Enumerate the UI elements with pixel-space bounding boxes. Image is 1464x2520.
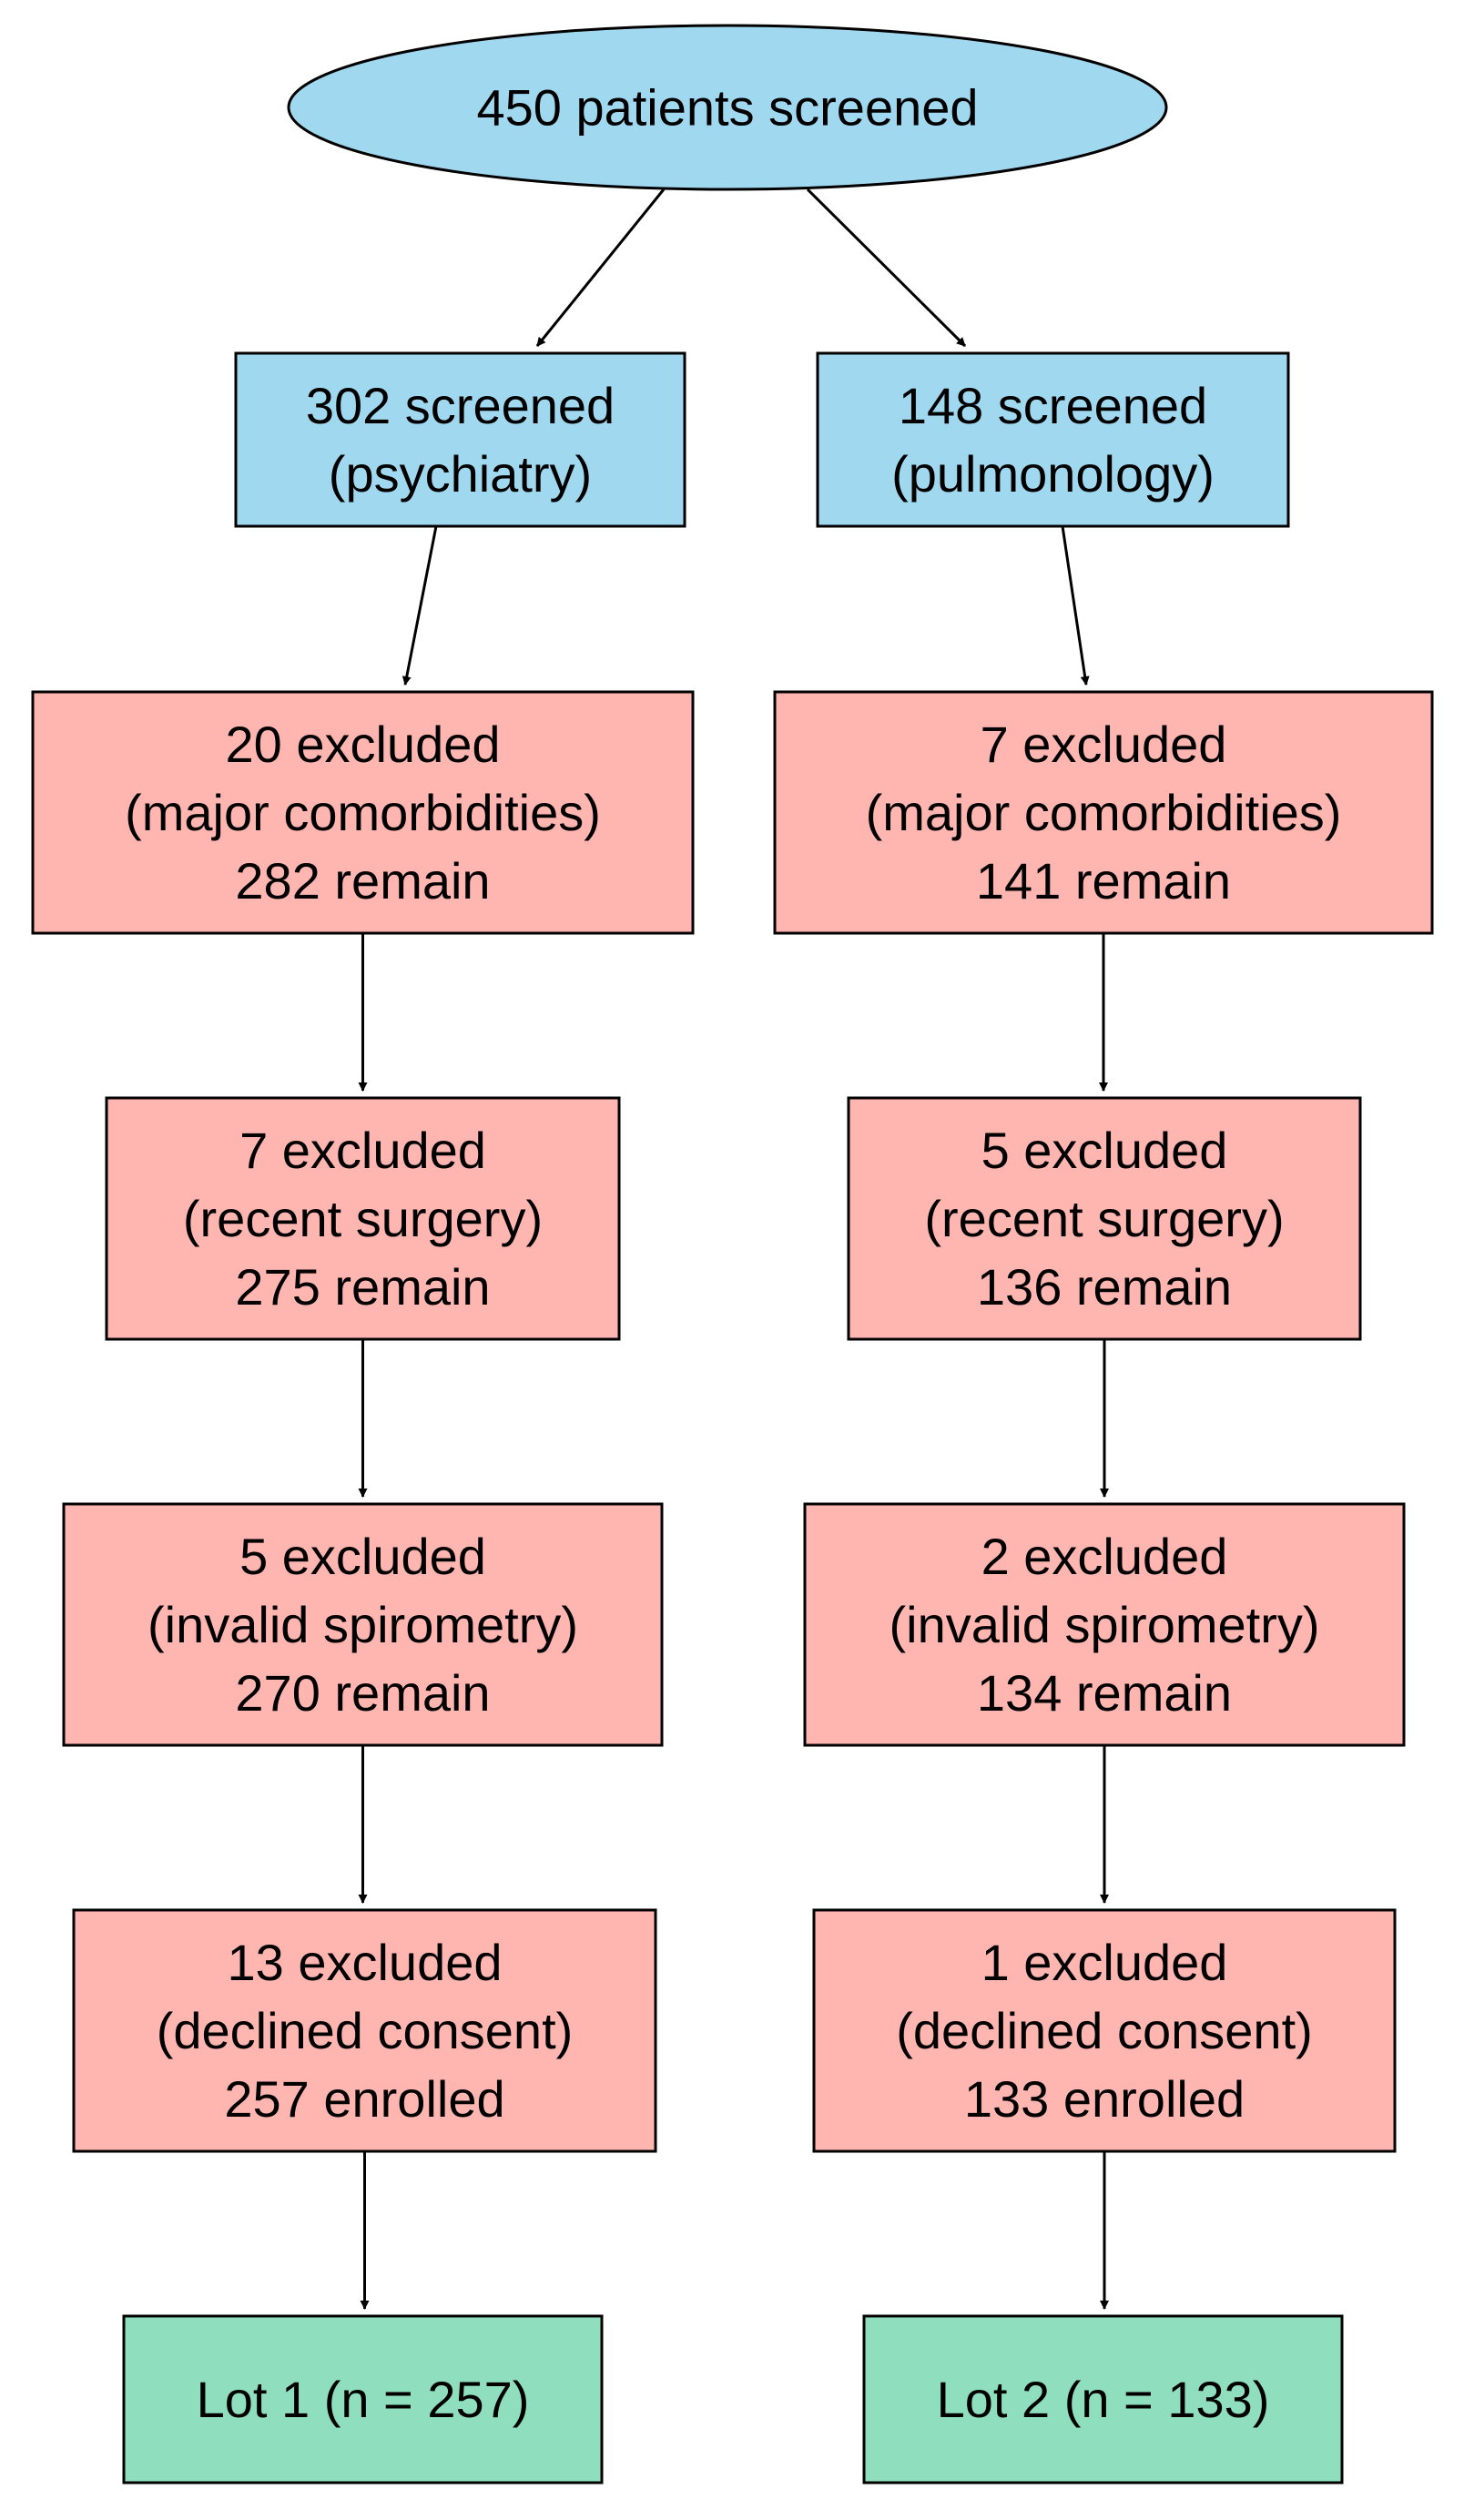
pulmonology-exclusion-node-3-line-2: (invalid spirometry)	[890, 1596, 1320, 1653]
psychiatry-screened-node: 302 screened (psychiatry)	[234, 351, 686, 528]
psychiatry-screened-node-line-1: 302 screened	[306, 377, 615, 434]
psychiatry-exclusion-node-1-line-1: 20 excluded	[225, 716, 500, 773]
pulmonology-exclusion-node-3: 2 excluded (invalid spirometry) 134 remain	[803, 1502, 1406, 1747]
psychiatry-lot-node-line-1: Lot 1 (n = 257)	[197, 2371, 530, 2428]
pulmonology-exclusion-node-1-line-3: 141 remain	[976, 852, 1231, 909]
psychiatry-exclusion-node-3: 5 excluded (invalid spirometry) 270 remain	[62, 1502, 664, 1747]
psychiatry-exclusion-node-2-line-1: 7 excluded	[239, 1122, 486, 1179]
psychiatry-lot-node: Lot 1 (n = 257)	[122, 2314, 604, 2484]
pulmonology-screened-node-line-2: (pulmonology)	[891, 445, 1215, 503]
pulmonology-exclusion-node-2-box	[847, 1096, 1362, 1341]
psychiatry-screened-node-line-2: (psychiatry)	[329, 445, 592, 503]
psychiatry-exclusion-node-4-line-2: (declined consent)	[157, 2002, 574, 2059]
psychiatry-exclusion-node-4-line-1: 13 excluded	[227, 1934, 502, 1991]
pulmonology-lot-node-box	[862, 2314, 1344, 2484]
edge-pulmonology-screened-to-step1	[1061, 525, 1090, 686]
pulmonology-lot-node-line-1: Lot 2 (n = 133)	[937, 2371, 1270, 2428]
pulmonology-screened-node: 148 screened (pulmonology)	[816, 351, 1290, 528]
psychiatry-exclusion-node-3-line-3: 270 remain	[235, 1664, 490, 1722]
pulmonology-exclusion-node-1-line-2: (major comorbidities)	[866, 784, 1342, 841]
pulmonology-exclusion-node-2-line-2: (recent surgery)	[924, 1190, 1284, 1247]
pulmonology-exclusion-node-4-line-2: (declined consent)	[896, 2002, 1313, 2059]
pulmonology-exclusion-node-4: 1 excluded (declined consent) 133 enrolled	[812, 1908, 1397, 2153]
psychiatry-exclusion-node-3-line-2: (invalid spirometry)	[147, 1596, 578, 1653]
psychiatry-lot-node-box	[122, 2314, 604, 2484]
pulmonology-exclusion-node-2-line-3: 136 remain	[977, 1258, 1232, 1316]
psychiatry-exclusion-node-1: 20 excluded (major comorbidities) 282 rema…	[31, 690, 695, 935]
pulmonology-exclusion-node-4-line-3: 133 enrolled	[964, 2070, 1245, 2128]
pulmonology-exclusion-node-1: 7 excluded (major comorbidities) 141 remai…	[773, 690, 1434, 935]
edges	[358, 188, 1109, 2310]
nodes: 302 screened (psychiatry) 20 excluded (majo…	[31, 351, 1434, 2484]
pulmonology-screened-node-box	[816, 351, 1290, 528]
psychiatry-exclusion-node-4-line-3: 257 enrolled	[224, 2070, 504, 2128]
psychiatry-screened-node-box	[234, 351, 686, 528]
pulmonology-lot-node: Lot 2 (n = 133)	[862, 2314, 1344, 2484]
psychiatry-exclusion-node-2-box	[105, 1096, 621, 1341]
psychiatry-exclusion-node-2-line-3: 275 remain	[235, 1258, 490, 1316]
edge-root-to-pulmonology	[806, 188, 967, 348]
psychiatry-exclusion-node-1-box	[31, 690, 695, 935]
psychiatry-exclusion-node-2: 7 excluded (recent surgery) 275 remain	[105, 1096, 621, 1341]
psychiatry-exclusion-node-4-box	[72, 1908, 657, 2153]
pulmonology-exclusion-node-3-box	[803, 1502, 1406, 1747]
pulmonology-exclusion-node-4-box	[812, 1908, 1397, 2153]
pulmonology-exclusion-node-2: 5 excluded (recent surgery) 136 remain	[847, 1096, 1362, 1341]
psychiatry-exclusion-node-1-line-2: (major comorbidities)	[125, 784, 601, 841]
root-label: 450 patients screened	[476, 79, 978, 137]
pulmonology-exclusion-node-3-line-1: 2 excluded	[981, 1528, 1228, 1585]
pulmonology-exclusion-node-4-line-1: 1 excluded	[981, 1934, 1228, 1991]
pulmonology-exclusion-node-3-line-3: 134 remain	[977, 1664, 1232, 1722]
pulmonology-screened-node-line-1: 148 screened	[899, 377, 1207, 434]
psychiatry-exclusion-node-4: 13 excluded (declined consent) 257 enrolle…	[72, 1908, 657, 2153]
pulmonology-exclusion-node-2-line-1: 5 excluded	[981, 1122, 1228, 1179]
root-node: 450 patients screened	[287, 24, 1168, 191]
pulmonology-exclusion-node-1-line-1: 7 excluded	[981, 716, 1227, 773]
psychiatry-exclusion-node-1-line-3: 282 remain	[235, 852, 490, 909]
edge-psychiatry-screened-to-step1	[402, 525, 438, 686]
psychiatry-exclusion-node-3-box	[62, 1502, 664, 1747]
psychiatry-exclusion-node-2-line-2: (recent surgery)	[183, 1190, 543, 1247]
pulmonology-exclusion-node-1-box	[773, 690, 1434, 935]
edge-root-to-psychiatry	[535, 188, 666, 347]
psychiatry-exclusion-node-3-line-1: 5 excluded	[239, 1528, 486, 1585]
